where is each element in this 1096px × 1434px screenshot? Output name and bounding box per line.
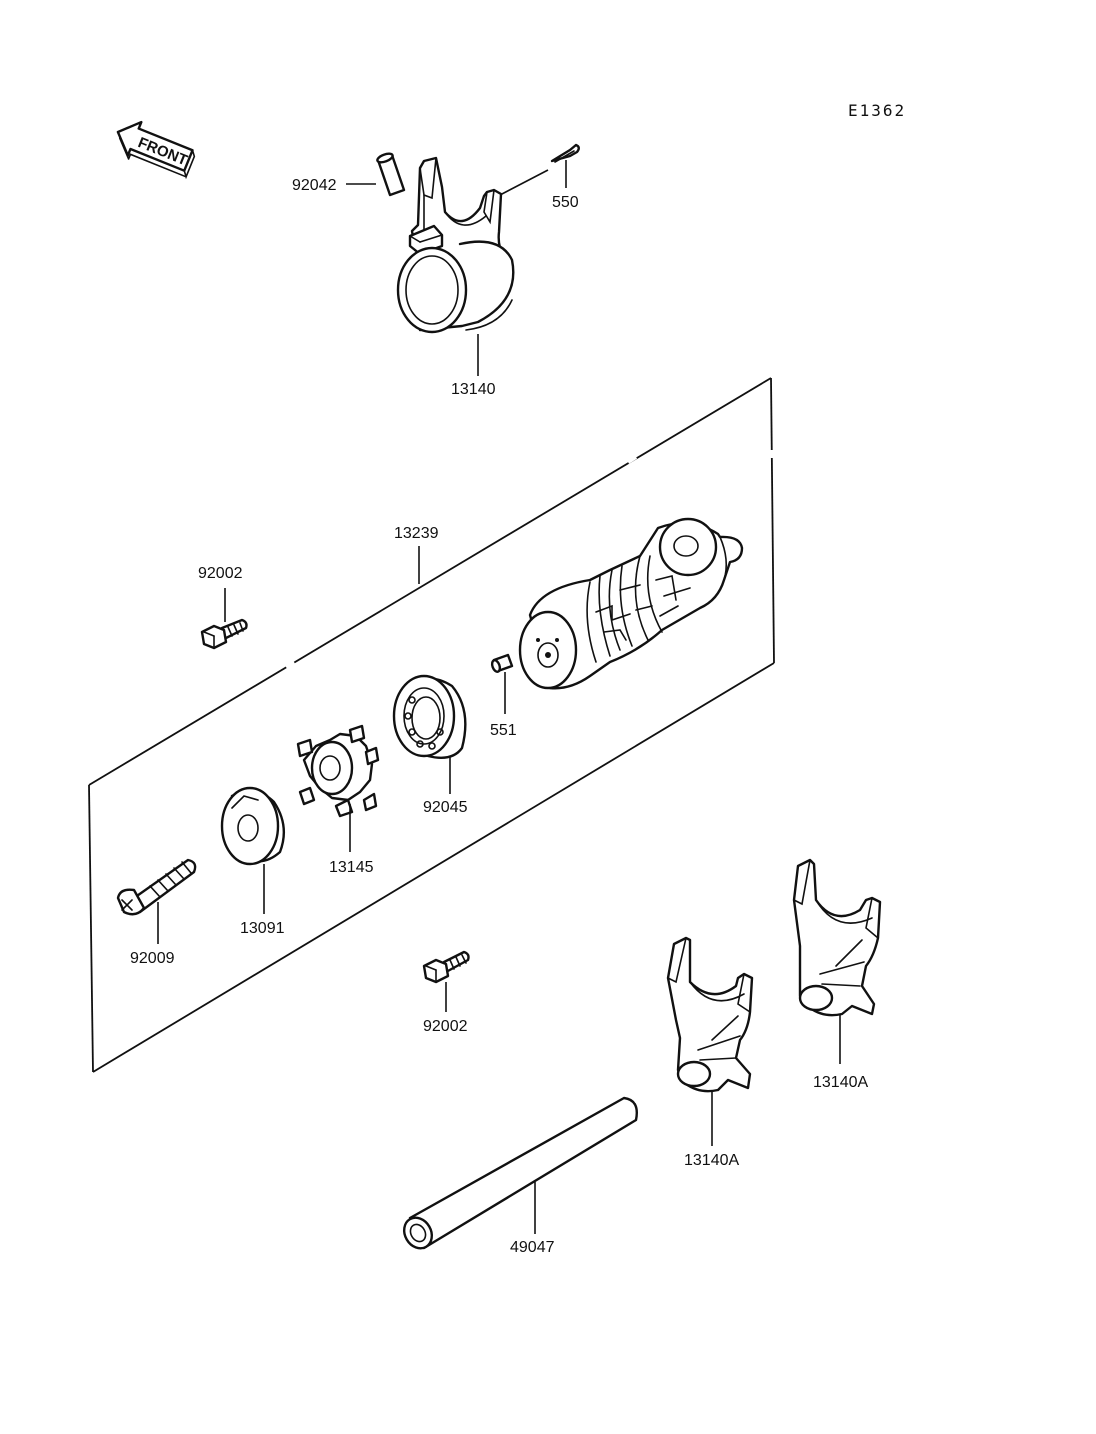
shaft-49047 (402, 1096, 638, 1250)
pin-92042 (376, 152, 406, 197)
drum-segment-13145 (296, 724, 380, 818)
bolt-92002-bottom (422, 950, 470, 984)
label-13145: 13145 (329, 859, 374, 876)
cam-plate-13091 (220, 786, 286, 866)
shift-fork-13140A-right (792, 858, 882, 1017)
label-13140: 13140 (451, 381, 496, 398)
label-13091: 13091 (240, 920, 285, 937)
front-arrow-icon: FRONT (116, 120, 196, 180)
label-92002-bottom: 92002 (423, 1018, 468, 1035)
label-92042: 92042 (292, 177, 337, 194)
label-13140A-left: 13140A (684, 1152, 739, 1169)
label-49047: 49047 (510, 1239, 555, 1256)
diagram-code: E1362 (848, 101, 906, 120)
label-551: 551 (490, 722, 517, 739)
label-92002-top: 92002 (198, 565, 243, 582)
label-550: 550 (552, 194, 579, 211)
shift-drum-13239 (518, 517, 744, 690)
label-13239: 13239 (394, 525, 439, 542)
cotter-pin-550 (550, 143, 580, 163)
dowel-pin-551 (490, 653, 514, 673)
screw-92009 (116, 858, 197, 916)
assembly-box (88, 377, 775, 1073)
shift-fork-13140 (396, 156, 515, 334)
label-92009: 92009 (130, 950, 175, 967)
label-92045: 92045 (423, 799, 468, 816)
bearing-92045 (392, 674, 467, 759)
bolt-92002-top (200, 618, 248, 650)
shift-fork-13140A-left (666, 936, 754, 1093)
label-13140A-right: 13140A (813, 1074, 868, 1091)
